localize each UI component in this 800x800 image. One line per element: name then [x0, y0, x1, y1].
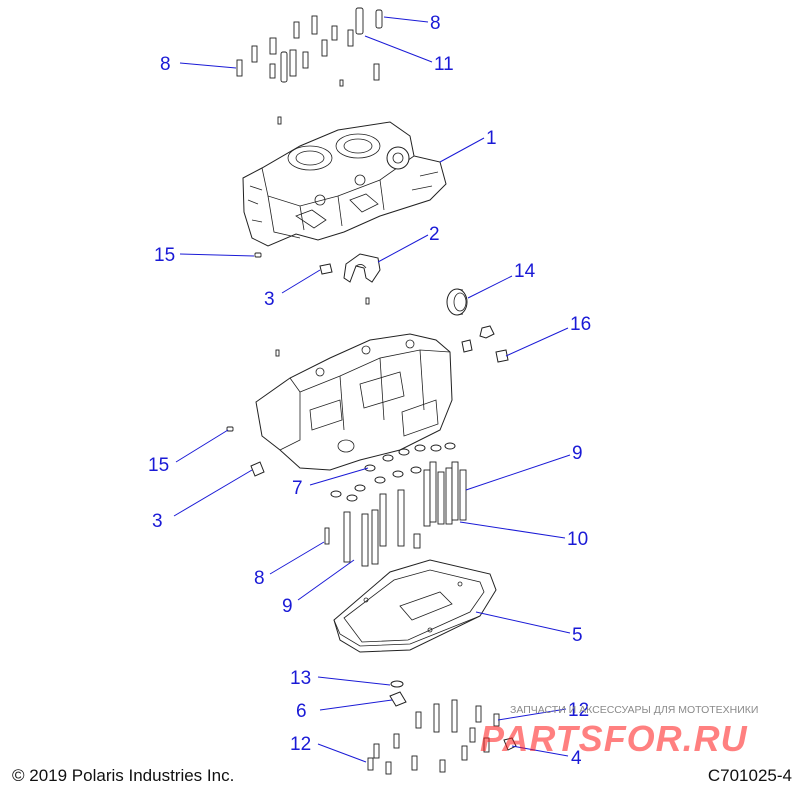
callout-8: 8	[160, 54, 171, 75]
callout-4: 4	[571, 748, 582, 769]
callout-3: 3	[152, 511, 163, 532]
callout-10: 10	[567, 529, 588, 550]
upper-crankcase	[242, 121, 447, 247]
callout-8: 8	[430, 13, 441, 34]
callout-labels: 8 11 8 1 2 15 3 14 16 15 3 7 9 10 8 9 5 …	[148, 13, 591, 769]
leader-lines	[173, 16, 571, 763]
lower-dowels	[226, 426, 265, 477]
callout-12: 12	[568, 700, 589, 721]
drain-plug-and-washer	[389, 680, 407, 707]
dowel-pins-upper	[254, 252, 333, 275]
bearing-bracket	[343, 253, 381, 305]
washer-cluster	[330, 442, 456, 502]
callout-14: 14	[514, 261, 536, 282]
callout-12: 12	[290, 734, 311, 755]
top-bolts	[236, 7, 383, 125]
callout-13: 13	[290, 668, 311, 689]
lower-crankcase	[255, 333, 453, 471]
callout-16: 16	[570, 314, 591, 335]
copyright-notice: © 2019 Polaris Industries Inc.	[12, 766, 235, 785]
plugs	[461, 325, 509, 363]
watermark-logo: PARTSFOR.RU	[480, 718, 748, 759]
callout-6: 6	[296, 701, 307, 722]
callout-1: 1	[486, 128, 497, 149]
callout-5: 5	[572, 625, 583, 646]
crankcase-bolts	[324, 461, 467, 567]
callout-7: 7	[292, 478, 303, 499]
callout-11: 11	[434, 54, 454, 75]
watermark: ЗАПЧАСТИ И АКСЕССУАРЫ ДЛЯ МОТОТЕХНИКИ PA…	[480, 700, 780, 760]
callout-2: 2	[429, 224, 440, 245]
drawing-number: C701025-4	[707, 766, 792, 785]
callout-3: 3	[264, 289, 275, 310]
watermark-tagline: ЗАПЧАСТИ И АКСЕССУАРЫ ДЛЯ МОТОТЕХНИКИ	[510, 704, 759, 716]
oil-seal	[446, 288, 468, 316]
oil-pan-bolts	[367, 699, 517, 775]
callout-15: 15	[148, 455, 169, 476]
callout-9: 9	[282, 596, 293, 617]
callout-8: 8	[254, 568, 265, 589]
callout-9: 9	[572, 443, 583, 464]
oil-pan	[333, 559, 497, 653]
callout-15: 15	[154, 245, 175, 266]
